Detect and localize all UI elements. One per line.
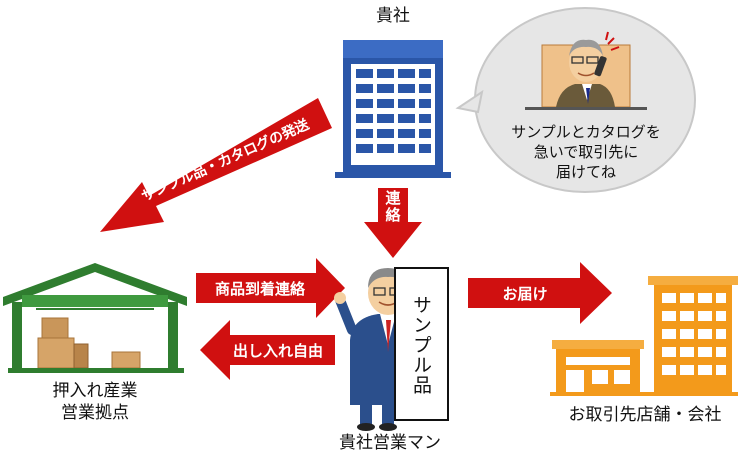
arrival-arrow-label: 商品到着連絡	[214, 280, 305, 298]
ship-arrow	[100, 98, 332, 232]
sample-board	[394, 267, 449, 421]
company-label: 貴社	[376, 6, 410, 26]
salesman-label: 貴社営業マン	[339, 433, 441, 453]
warehouse-label: 押入れ産業 営業拠点	[0, 380, 190, 424]
free-arrow	[200, 320, 335, 380]
company-building-icon	[335, 40, 451, 178]
warehouse-label-line: 押入れ産業	[52, 381, 138, 401]
contact-arrow-label: 連絡	[385, 189, 401, 224]
arrival-arrow	[196, 258, 345, 318]
speech-line: 急いで取引先に	[533, 143, 639, 161]
boss-on-phone-icon	[525, 31, 647, 110]
sample-board-label: サンプル品	[410, 295, 432, 395]
speech-line: サンプルとカタログを	[511, 123, 661, 141]
warehouse-icon	[3, 263, 187, 373]
customer-buildings-icon	[550, 276, 738, 396]
contact-arrow	[364, 188, 422, 258]
deliver-arrow	[468, 262, 612, 324]
speech-line: 届けてね	[555, 163, 616, 181]
free-arrow-label: 出し入れ自由	[232, 342, 323, 360]
speech-text: サンプルとカタログを 急いで取引先に 届けてね	[498, 122, 674, 182]
warehouse-label-line: 営業拠点	[61, 403, 129, 423]
customer-label: お取引先店舗・会社	[568, 405, 722, 425]
deliver-arrow-label: お届け	[502, 285, 548, 303]
